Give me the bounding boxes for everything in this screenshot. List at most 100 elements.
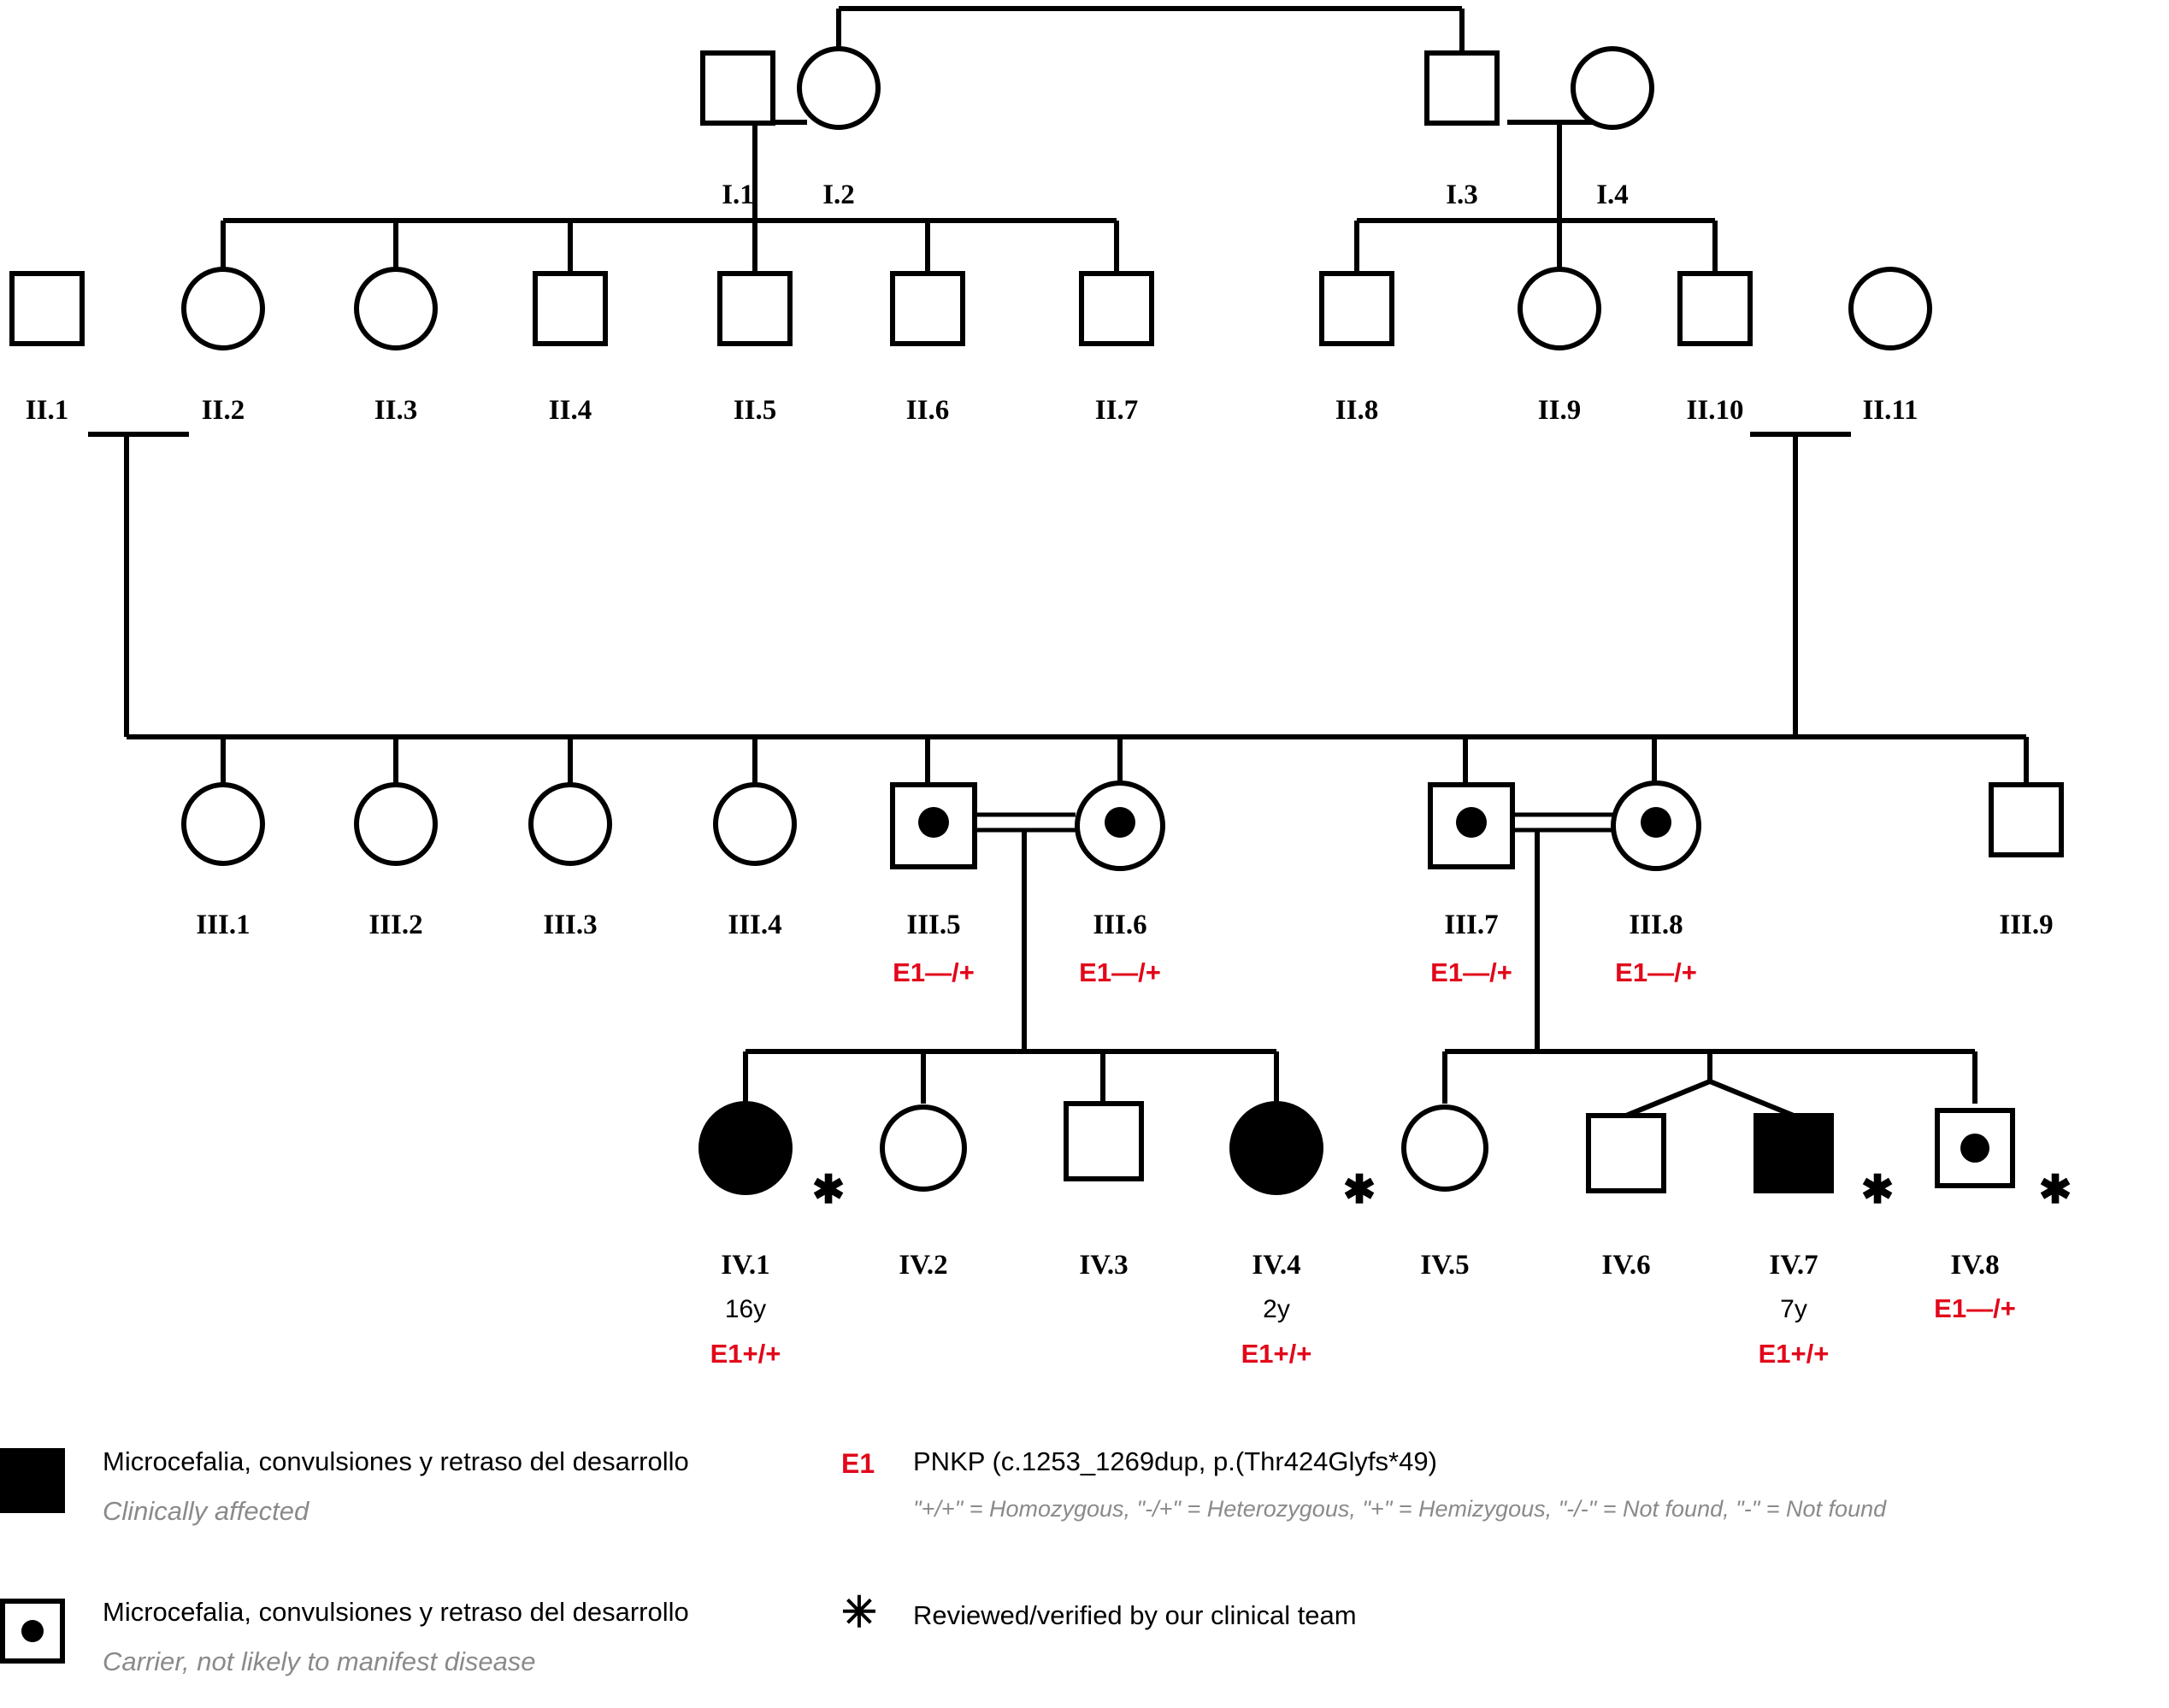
legend-key-affected xyxy=(0,1446,103,1513)
generation-I: I.1 I.2 I.3 I.4 xyxy=(700,46,1654,210)
genotype-III.5: E1—/+ xyxy=(893,957,975,987)
age-IV.7: 7y xyxy=(1780,1295,1807,1323)
label-II.9: II.9 xyxy=(1538,395,1581,426)
label-I.1: I.1 xyxy=(722,180,754,210)
symbol-III.2-female-circle[interactable] xyxy=(354,782,438,866)
symbol-IV.7-male-square[interactable] xyxy=(1753,1113,1834,1193)
gen4-twin-branch-left xyxy=(1624,1079,1712,1118)
symbol-III.3-female-circle[interactable] xyxy=(528,782,612,866)
symbol-II.2-female-circle[interactable] xyxy=(181,267,265,350)
carrier-dot-IV.8 xyxy=(1960,1134,1989,1163)
label-I.4: I.4 xyxy=(1596,180,1629,210)
legend-entry-carrier: Microcefalia, convulsiones y retraso del… xyxy=(0,1597,689,1677)
symbol-II.9-female-circle[interactable] xyxy=(1518,267,1601,350)
label-IV.7: IV.7 xyxy=(1769,1250,1818,1281)
symbol-I.3-male-square[interactable] xyxy=(1424,50,1500,126)
carrier-dot-III.7 xyxy=(1456,807,1487,838)
label-IV.4: IV.4 xyxy=(1252,1250,1300,1281)
label-II.5: II.5 xyxy=(734,395,776,426)
symbol-IV.3-male-square[interactable] xyxy=(1064,1101,1144,1181)
legend-affected-subtitle: Clinically affected xyxy=(103,1495,309,1526)
generation-III: III.1 III.2 III.3 III.4 III.5 E1—/+ III.… xyxy=(181,780,2064,987)
label-IV.3: IV.3 xyxy=(1079,1250,1128,1281)
legend-gene-notation-key: "+/+" = Homozygous, "-/+" = Heterozygous… xyxy=(913,1495,1887,1522)
label-II.6: II.6 xyxy=(906,395,949,426)
symbol-III.9-male-square[interactable] xyxy=(1989,782,2064,857)
label-III.6: III.6 xyxy=(1093,910,1146,940)
label-IV.1: IV.1 xyxy=(721,1250,769,1281)
verified-asterisk-IV.8: ✱ xyxy=(2039,1168,2072,1211)
label-IV.6: IV.6 xyxy=(1601,1250,1650,1281)
connector-lines xyxy=(88,6,2029,1118)
genotype-III.6: E1—/+ xyxy=(1079,957,1161,987)
verified-asterisk-IV.1: ✱ xyxy=(812,1168,846,1211)
symbol-I.1-male-square[interactable] xyxy=(700,50,775,126)
carrier-square-icon xyxy=(0,1599,65,1664)
legend-key-gene-code: E1 xyxy=(841,1446,913,1480)
label-III.3: III.3 xyxy=(543,910,597,940)
symbol-I.2-female-circle[interactable] xyxy=(797,46,881,130)
verified-asterisk-IV.4: ✱ xyxy=(1343,1168,1376,1211)
label-III.2: III.2 xyxy=(368,910,422,940)
label-I.2: I.2 xyxy=(822,180,855,210)
genotype-IV.1: E1+/+ xyxy=(710,1339,781,1369)
symbol-II.8-male-square[interactable] xyxy=(1319,271,1394,346)
label-I.3: I.3 xyxy=(1446,180,1478,210)
legend-asterisk-description: Reviewed/verified by our clinical team xyxy=(913,1600,1357,1630)
label-III.7: III.7 xyxy=(1444,910,1498,940)
symbol-II.1-male-square[interactable] xyxy=(9,271,85,346)
symbol-III.1-female-circle[interactable] xyxy=(181,782,265,866)
legend-affected-title: Microcefalia, convulsiones y retraso del… xyxy=(103,1446,689,1476)
symbol-IV.4-female-circle[interactable] xyxy=(1229,1101,1323,1195)
symbol-IV.5-female-circle[interactable] xyxy=(1401,1104,1488,1192)
label-III.8: III.8 xyxy=(1629,910,1683,940)
symbol-II.7-male-square[interactable] xyxy=(1079,271,1154,346)
genotype-III.7: E1—/+ xyxy=(1430,957,1512,987)
legend-key-asterisk: ✳ xyxy=(841,1591,913,1634)
symbol-II.5-male-square[interactable] xyxy=(717,271,793,346)
symbol-II.10-male-square[interactable] xyxy=(1677,271,1753,346)
label-III.4: III.4 xyxy=(728,910,781,940)
symbol-IV.8-male-square[interactable] xyxy=(1935,1108,2015,1188)
genotype-IV.7: E1+/+ xyxy=(1759,1339,1830,1369)
label-II.8: II.8 xyxy=(1335,395,1378,426)
legend-carrier-title: Microcefalia, convulsiones y retraso del… xyxy=(103,1597,689,1627)
symbol-II.4-male-square[interactable] xyxy=(533,271,608,346)
label-II.1: II.1 xyxy=(26,395,68,426)
symbol-II.11-female-circle[interactable] xyxy=(1848,267,1932,350)
carrier-dot-III.8 xyxy=(1641,807,1671,838)
gen4-twin-branch-right xyxy=(1708,1079,1795,1118)
genotype-IV.4: E1+/+ xyxy=(1241,1339,1312,1369)
symbol-I.4-female-circle[interactable] xyxy=(1571,46,1654,130)
age-IV.4: 2y xyxy=(1263,1295,1290,1323)
genotype-III.8: E1—/+ xyxy=(1615,957,1697,987)
generation-II: II.1 II.2 II.3 II.4 II.5 II.6 II.7 II.8 … xyxy=(9,267,1932,426)
label-IV.5: IV.5 xyxy=(1420,1250,1469,1281)
legend: Microcefalia, convulsiones y retraso del… xyxy=(0,1443,2169,1708)
legend-key-carrier xyxy=(0,1597,103,1664)
symbol-IV.1-female-circle[interactable] xyxy=(698,1101,793,1195)
symbol-II.6-male-square[interactable] xyxy=(890,271,965,346)
symbol-IV.6-male-square[interactable] xyxy=(1586,1113,1666,1193)
label-II.2: II.2 xyxy=(202,395,245,426)
generation-IV: ✱ IV.1 16y E1+/+ IV.2 IV.3 ✱ IV.4 2y E1+… xyxy=(698,1101,2072,1369)
label-II.4: II.4 xyxy=(549,395,592,426)
label-III.9: III.9 xyxy=(1999,910,2053,940)
label-II.7: II.7 xyxy=(1095,395,1138,426)
legend-entry-affected: Microcefalia, convulsiones y retraso del… xyxy=(0,1446,689,1527)
label-IV.8: IV.8 xyxy=(1950,1250,1999,1281)
age-IV.1: 16y xyxy=(725,1295,766,1323)
filled-square-icon xyxy=(0,1448,65,1513)
carrier-dot-III.5 xyxy=(918,807,949,838)
carrier-dot-III.6 xyxy=(1105,807,1135,838)
symbol-IV.2-female-circle[interactable] xyxy=(880,1104,967,1192)
label-II.3: II.3 xyxy=(374,395,417,426)
label-III.5: III.5 xyxy=(906,910,960,940)
legend-carrier-subtitle: Carrier, not likely to manifest disease xyxy=(103,1646,536,1676)
symbol-III.4-female-circle[interactable] xyxy=(713,782,797,866)
genotype-IV.8: E1—/+ xyxy=(1934,1293,2016,1323)
symbol-II.3-female-circle[interactable] xyxy=(354,267,438,350)
gene-code-E1: E1 xyxy=(841,1448,875,1479)
